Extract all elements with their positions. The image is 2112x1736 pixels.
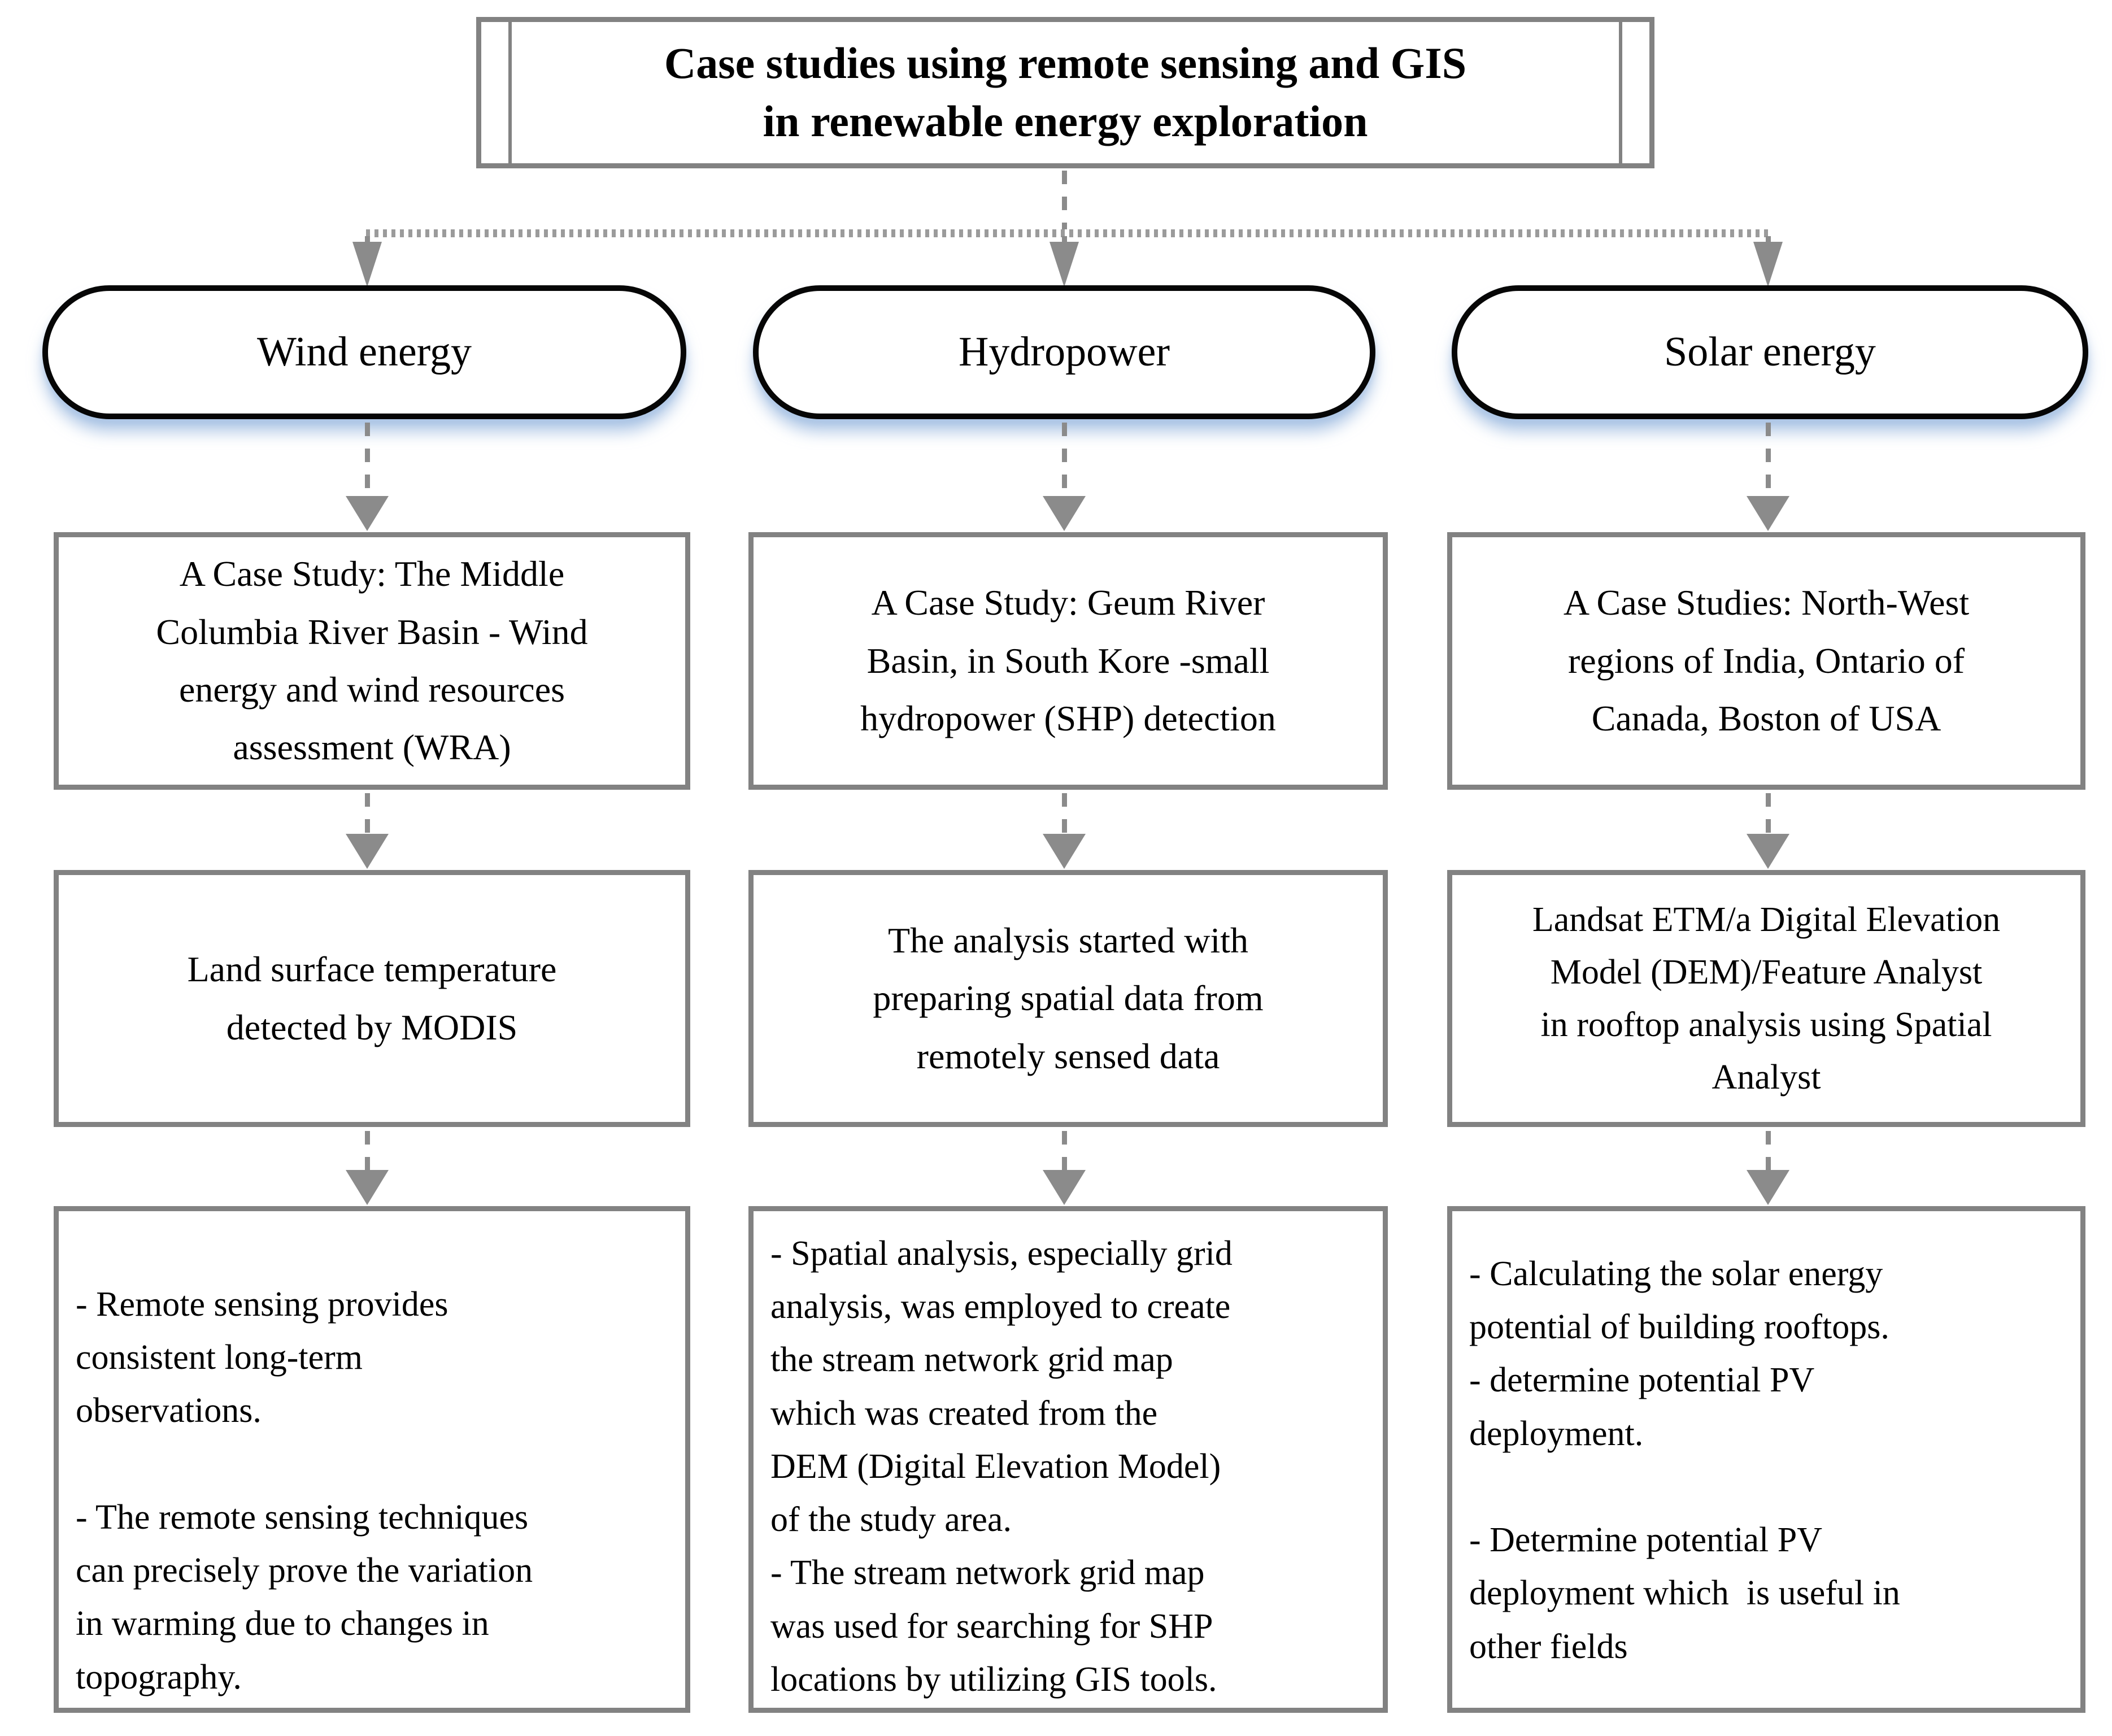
connector-title-stem <box>1062 171 1067 229</box>
connector-wind-3 <box>365 1131 370 1171</box>
diagram-title: Case studies using remote sensing and GI… <box>476 17 1654 168</box>
arrow-down-icon <box>1753 242 1783 287</box>
connector-hydro-3 <box>1062 1131 1067 1171</box>
arrow-down-icon <box>1043 496 1086 531</box>
connector-hydro-2 <box>1062 793 1067 834</box>
arrow-down-icon <box>346 1170 389 1205</box>
connector-solar-1 <box>1766 423 1771 496</box>
node-solar-energy: Solar energy <box>1452 285 2088 419</box>
arrow-down-icon <box>1747 834 1789 869</box>
box-findings-wind: - Remote sensing provides consistent lon… <box>54 1206 690 1713</box>
arrow-down-icon <box>1747 1170 1789 1205</box>
box-findings-hydro: - Spatial analysis, especially grid anal… <box>748 1206 1388 1713</box>
node-hydropower: Hydropower <box>753 285 1375 419</box>
node-wind-energy: Wind energy <box>42 285 686 419</box>
connector-solar-2 <box>1766 793 1771 834</box>
box-method-wind: Land surface temperature detected by MOD… <box>54 870 690 1127</box>
box-method-solar: Landsat ETM/a Digital Elevation Model (D… <box>1447 870 2085 1127</box>
box-case-study-solar: A Case Studies: North-West regions of In… <box>1447 532 2085 790</box>
arrow-down-icon <box>1043 834 1086 869</box>
box-findings-solar: - Calculating the solar energy potential… <box>1447 1206 2085 1713</box>
connector-wind-2 <box>365 793 370 834</box>
box-case-study-hydro: A Case Study: Geum River Basin, in South… <box>748 532 1388 790</box>
arrow-down-icon <box>346 834 389 869</box>
arrow-down-icon <box>1043 1170 1086 1205</box>
arrow-down-icon <box>346 496 389 531</box>
box-method-hydro: The analysis started with preparing spat… <box>748 870 1388 1127</box>
connector-solar-3 <box>1766 1131 1771 1171</box>
connector-branch-line <box>366 229 1769 237</box>
connector-wind-1 <box>365 423 370 496</box>
arrow-down-icon <box>1050 242 1079 287</box>
connector-hydro-1 <box>1062 423 1067 496</box>
box-case-study-wind: A Case Study: The Middle Columbia River … <box>54 532 690 790</box>
arrow-down-icon <box>1747 496 1789 531</box>
arrow-down-icon <box>352 242 382 287</box>
